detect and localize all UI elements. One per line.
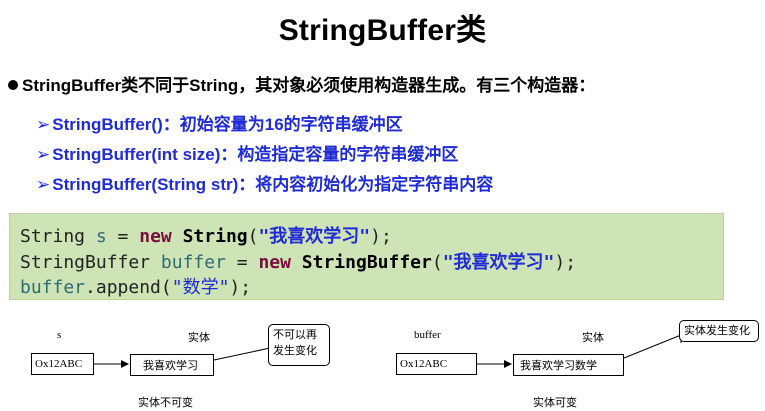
constructor-item: ➢StringBuffer(int size)：构造指定容量的字符串缓冲区 — [36, 140, 458, 165]
code-line-3: buffer.append("数学"); — [20, 273, 251, 299]
constructor-text: StringBuffer()：初始容量为16的字符串缓冲区 — [52, 115, 403, 134]
code-var: buffer — [160, 252, 226, 273]
right-entity-label: 实体 — [582, 332, 604, 344]
code-op: = — [225, 252, 259, 273]
left-var-label: s — [57, 329, 62, 341]
code-close: ); — [370, 226, 392, 247]
arrow-bullet-icon: ➢ — [36, 115, 51, 134]
code-block: String s = new String("我喜欢学习"); StringBu… — [9, 213, 724, 300]
diagram-lines — [94, 334, 682, 368]
bullet-text: StringBuffer类不同于String，其对象必须使用构造器生成。有三个构… — [22, 76, 596, 95]
code-string: "我喜欢学习" — [258, 226, 371, 247]
right-value-box: 我喜欢学习数学 — [513, 354, 624, 376]
constructor-text: StringBuffer(int size)：构造指定容量的字符串缓冲区 — [52, 145, 459, 164]
left-caption: 实体不可变 — [138, 397, 193, 409]
code-var: s — [95, 226, 107, 247]
code-class: String — [182, 226, 248, 247]
right-address-box: Ox12ABC — [396, 353, 477, 375]
constructor-item: ➢StringBuffer()：初始容量为16的字符串缓冲区 — [36, 110, 403, 135]
bullet-statement: StringBuffer类不同于String，其对象必须使用构造器生成。有三个构… — [8, 71, 595, 96]
left-callout-line1: 不可以再 — [273, 329, 317, 341]
right-var-label: buffer — [414, 329, 441, 341]
left-callout-line2: 发生变化 — [273, 345, 317, 357]
code-op: = — [106, 226, 140, 247]
right-callout: 实体发生变化 — [679, 320, 759, 342]
code-keyword: new — [139, 226, 172, 247]
code-line-2: StringBuffer buffer = new StringBuffer("… — [20, 248, 576, 274]
left-entity-label: 实体 — [188, 332, 210, 344]
left-value-box: 我喜欢学习 — [130, 354, 214, 376]
arrow-bullet-icon: ➢ — [36, 175, 51, 194]
code-string: "数学" — [171, 277, 230, 298]
right-callout-tail — [623, 334, 682, 359]
constructor-text: StringBuffer(String str)：将内容初始化为指定字符串内容 — [52, 175, 494, 194]
left-address-box: Ox12ABC — [31, 353, 94, 375]
code-var: buffer — [20, 277, 86, 298]
bullet-dot-icon — [8, 80, 18, 90]
code-paren: ( — [431, 252, 443, 273]
constructor-item: ➢StringBuffer(String str)：将内容初始化为指定字符串内容 — [36, 170, 493, 195]
code-method: .append( — [85, 277, 172, 298]
code-keyword: new — [258, 252, 291, 273]
code-paren: ( — [247, 226, 259, 247]
code-class: StringBuffer — [301, 252, 432, 273]
left-callout-tail — [213, 347, 271, 361]
right-caption: 实体可变 — [533, 397, 577, 409]
memory-diagram: s 实体 Ox12ABC 我喜欢学习 不可以再 发生变化 实体不可变 buffe… — [0, 315, 765, 411]
left-callout: 不可以再 发生变化 — [268, 324, 330, 366]
code-close: ); — [554, 252, 577, 273]
code-type: StringBuffer — [20, 252, 151, 273]
arrow-bullet-icon: ➢ — [36, 145, 51, 164]
code-type: String — [20, 226, 86, 247]
code-line-1: String s = new String("我喜欢学习"); — [20, 222, 392, 248]
code-string: "我喜欢学习" — [442, 252, 555, 273]
code-close: ); — [229, 277, 252, 298]
page-title: StringBuffer类 — [278, 14, 487, 47]
